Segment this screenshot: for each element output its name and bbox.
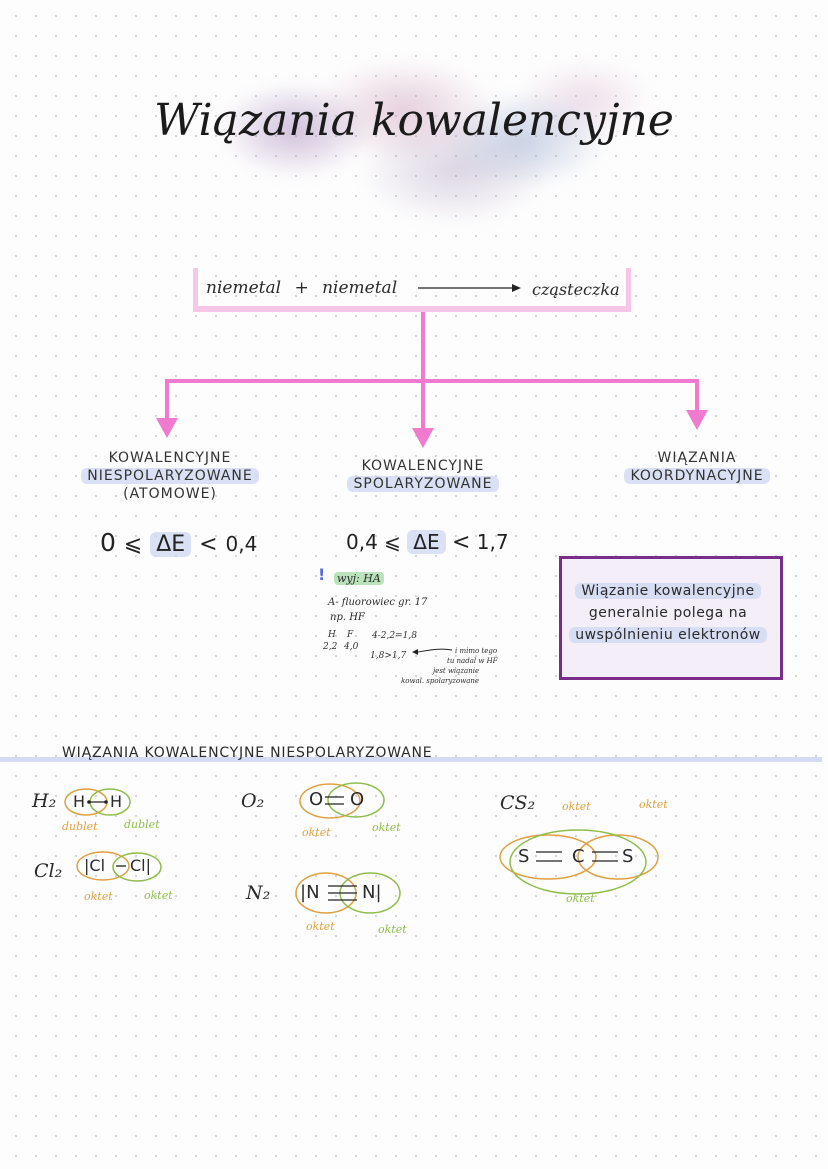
- product-label: cząsteczka: [532, 280, 620, 299]
- branch-left-line1: KOWALENCYJNE: [108, 450, 232, 466]
- branch-right: WIĄZANIA KOORDYNACYJNE: [597, 450, 797, 484]
- page-title: Wiązania kowalencyjne: [154, 95, 674, 146]
- n2-atom-right: N|: [362, 882, 382, 903]
- range-left-min: 0: [100, 528, 116, 557]
- exclamation-icon: !: [318, 565, 326, 584]
- branch-middle-line2: SPOLARYZOWANE: [347, 476, 499, 492]
- section-title: WIĄZANIA KOWALENCYJNE NIESPOLARYZOWANE: [62, 745, 433, 761]
- n2-label-right: oktet: [378, 923, 407, 936]
- cl2-atom-right: Cl|: [130, 856, 152, 875]
- h2-atom-right: H: [110, 792, 123, 811]
- elem-h: H: [328, 630, 336, 640]
- branch-left-line2: NIESPOLARYZOWANE: [81, 468, 259, 484]
- branch-right-line2: KOORDYNACYJNE: [624, 468, 770, 484]
- elem-h-val: 2,2: [323, 642, 338, 652]
- branch-left-line3: (ATOMOWE): [123, 486, 217, 502]
- n2-label-left: oktet: [306, 920, 335, 933]
- title-watercolor: [205, 40, 645, 230]
- definition-box: [559, 556, 783, 680]
- branch-middle: KOWALENCYJNE SPOLARYZOWANE: [323, 458, 523, 492]
- exception-line1: A- fluorowiec gr. 17: [328, 597, 428, 608]
- exception-side-note: i mimo tego tu nadal w HF jest wiązanie …: [401, 647, 498, 685]
- reactant-1: niemetal: [206, 278, 282, 298]
- range-left-max: 0,4: [225, 532, 258, 556]
- exception-line2: np. HF: [330, 612, 365, 623]
- delta-e-mid: ΔE: [407, 530, 446, 554]
- cl2-atom-left: |Cl: [84, 856, 106, 875]
- cs2-label-top-right: oktet: [639, 798, 668, 811]
- range-mid-max: 1,7: [476, 530, 509, 554]
- h2-label-right: dublet: [124, 818, 160, 831]
- formula-h2: H₂: [32, 790, 57, 812]
- formula-cs2: CS₂: [500, 792, 536, 814]
- h2-label-left: dublet: [62, 820, 98, 833]
- cs2-atom-center: C: [572, 846, 585, 867]
- formula-o2: O₂: [241, 790, 265, 812]
- branch-right-line1: WIĄZANIA: [657, 450, 737, 466]
- branch-middle-line1: KOWALENCYJNE: [361, 458, 485, 474]
- range-nonpolar: 0 ⩽ ΔE < 0,4: [100, 528, 258, 557]
- header-equation: niemetal + niemetal: [206, 278, 397, 298]
- range-polar: 0,4 ⩽ ΔE < 1,7: [346, 530, 509, 555]
- cl2-label-right: oktet: [144, 889, 173, 902]
- definition-text: Wiązanie kowalencyjne generalnie polega …: [565, 580, 771, 646]
- o2-label-left: oktet: [302, 826, 331, 839]
- calc-2: 1,8>1,7: [370, 651, 407, 661]
- exception-label: wyj: HA: [334, 572, 384, 585]
- plus-sign: +: [294, 278, 309, 298]
- formula-cl2: Cl₂: [34, 860, 63, 882]
- elem-f: F: [347, 630, 354, 640]
- formula-n2: N₂: [246, 882, 271, 904]
- branch-left: KOWALENCYJNE NIESPOLARYZOWANE (ATOMOWE): [70, 450, 270, 502]
- o2-atom-right: O: [350, 789, 365, 810]
- o2-atom-left: O: [309, 789, 324, 810]
- elem-f-val: 4,0: [344, 642, 359, 652]
- cs2-atom-right: S: [622, 846, 634, 867]
- cs2-atom-left: S: [518, 846, 530, 867]
- reactant-2: niemetal: [322, 278, 398, 298]
- cs2-label-bottom: oktet: [566, 892, 595, 905]
- calc-1: 4-2,2=1,8: [372, 631, 417, 641]
- range-mid-min: 0,4: [346, 530, 378, 554]
- o2-label-right: oktet: [372, 821, 401, 834]
- h2-atom-left: H: [73, 792, 86, 811]
- n2-atom-left: |N: [300, 882, 320, 903]
- cl2-label-left: oktet: [84, 890, 113, 903]
- delta-e-left: ΔE: [150, 532, 192, 557]
- cs2-label-top-left: oktet: [562, 800, 591, 813]
